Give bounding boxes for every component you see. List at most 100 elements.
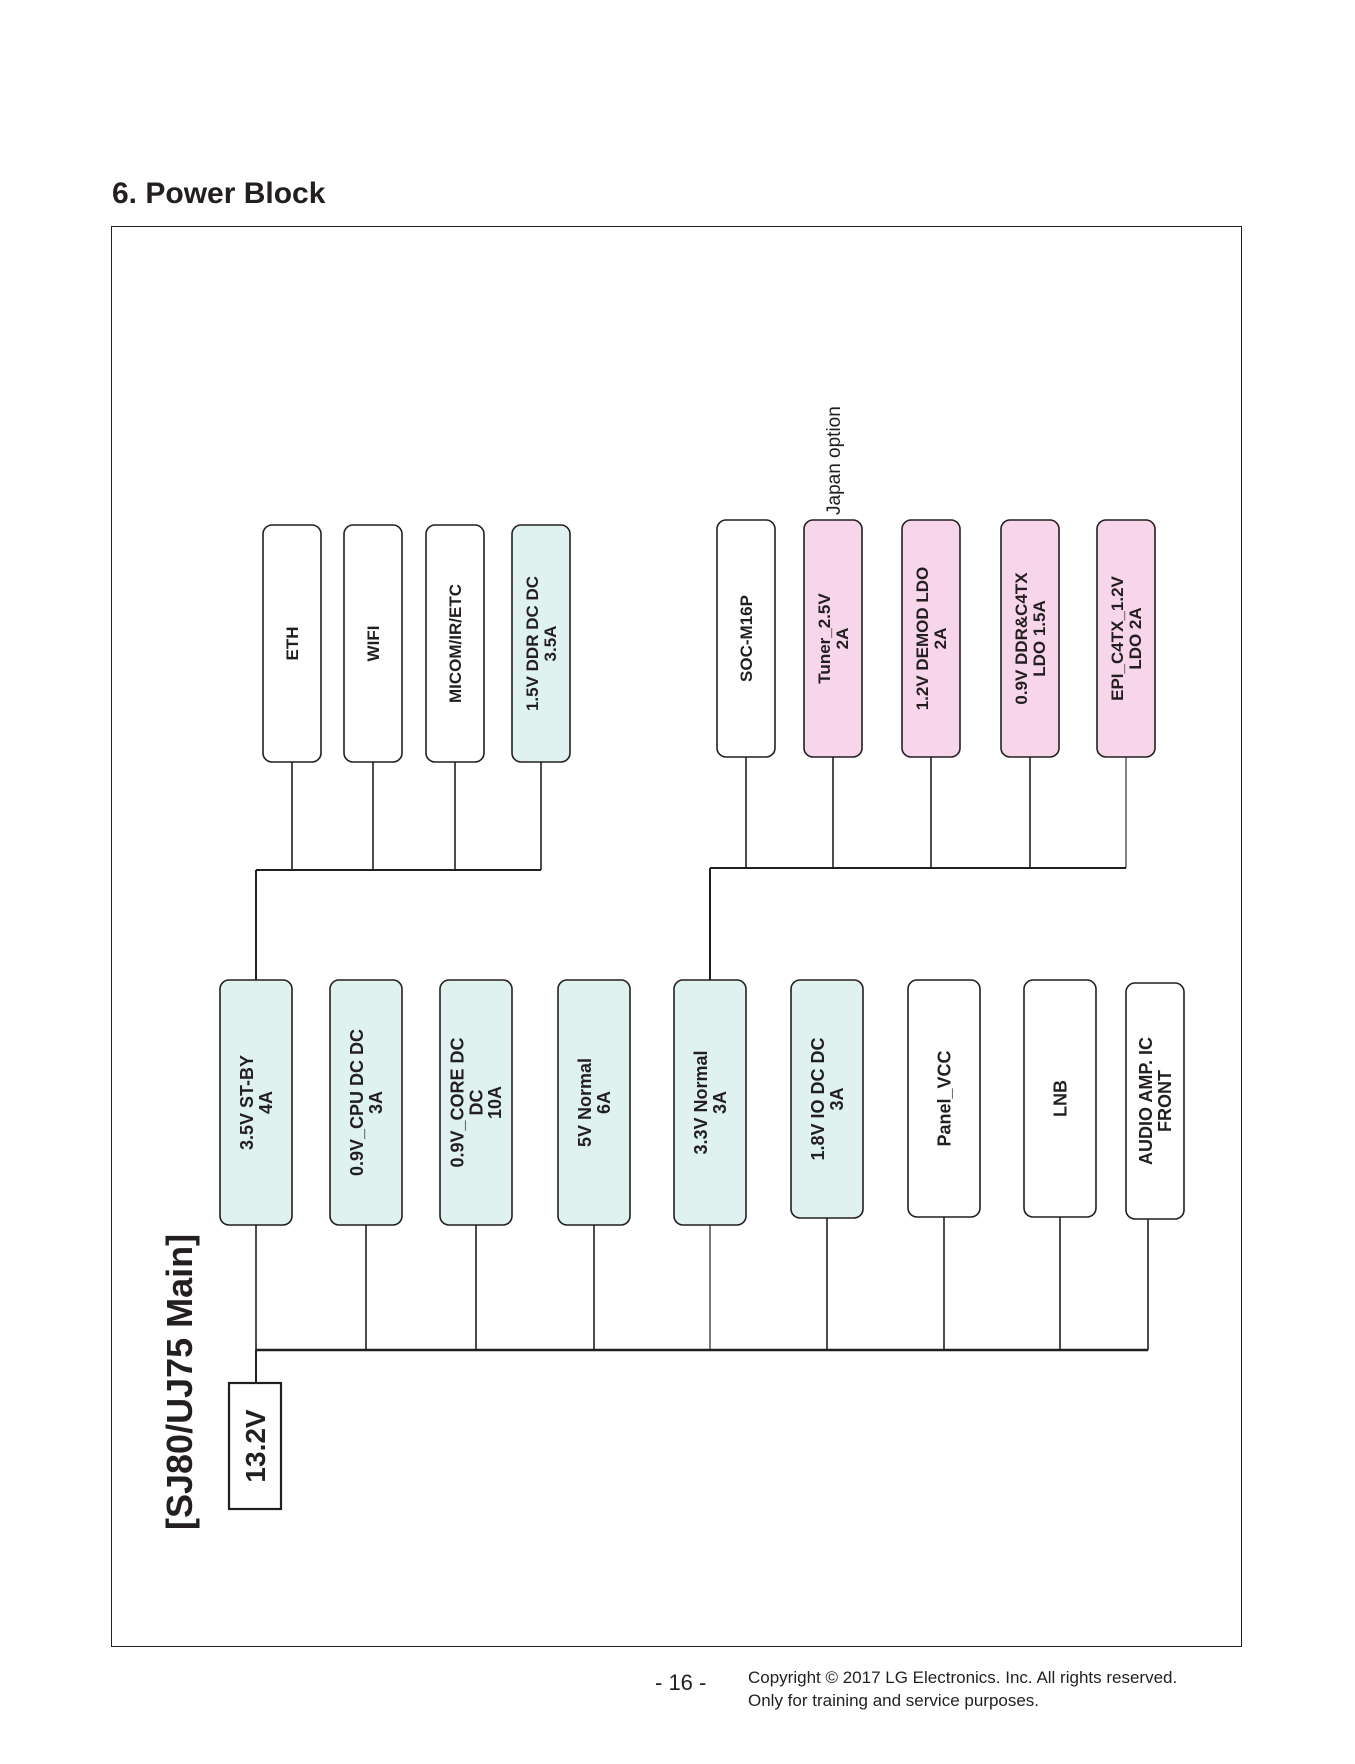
soc-label-line: SOC-M16P <box>737 595 756 682</box>
lnb-box: LNB <box>1023 979 1097 1218</box>
ddr-1-5v-box: 1.5V DDR DC DC3.5A <box>511 524 571 763</box>
normal-5v-label-line: 5V Normal <box>575 1058 595 1147</box>
core-0-9v-label-line: DC <box>466 1090 486 1116</box>
copyright-line-2: Only for training and service purposes. <box>748 1691 1040 1710</box>
core-0-9v-label-line: 10A <box>485 1086 505 1119</box>
tuner-rect <box>803 519 863 758</box>
st-by-3-5v-label-line: 3.5V ST-BY <box>237 1055 257 1150</box>
demod-box: 1.2V DEMOD LDO2A <box>901 519 961 758</box>
demod-label-line: 2A <box>931 628 950 650</box>
epi-label: EPI_C4TX_1.2VLDO 2A <box>1108 575 1145 700</box>
cpu-0-9v-rect <box>329 979 403 1226</box>
wifi-rect <box>343 524 403 763</box>
epi-label-line: EPI_C4TX_1.2V <box>1108 575 1127 700</box>
normal-5v-rect <box>557 979 631 1226</box>
ddr-c4tx-box: 0.9V DDR&C4TXLDO 1.5A <box>1000 519 1060 758</box>
ddr-1-5v-label: 1.5V DDR DC DC3.5A <box>523 576 560 711</box>
tuner-label-line: 2A <box>833 628 852 650</box>
cpu-0-9v-label-line: 3A <box>366 1091 386 1114</box>
epi-label-line: LDO 2A <box>1126 607 1145 669</box>
st-by-3-5v-rect <box>219 979 293 1226</box>
demod-label: 1.2V DEMOD LDO2A <box>913 567 950 711</box>
panel-vcc-label: Panel_VCC <box>934 1050 954 1146</box>
lnb-rect <box>1023 979 1097 1218</box>
tuner-label: Tuner_2.5V2A <box>815 593 852 684</box>
micom-label: MICOM/IR/ETC <box>446 584 465 703</box>
board-label: [SJ80/UJ75 Main] <box>159 1234 200 1530</box>
eth-rect <box>262 524 322 763</box>
page-title: 6. Power Block <box>112 177 326 210</box>
io-1-8v-box: 1.8V IO DC DC3A <box>790 979 864 1219</box>
audio-amp-label-line: AUDIO AMP. IC <box>1136 1037 1156 1165</box>
st-by-3-5v-label: 3.5V ST-BY4A <box>237 1055 276 1150</box>
audio-amp-label-line: FRONT <box>1155 1070 1175 1132</box>
wifi-label: WIFI <box>364 626 383 662</box>
ddr-c4tx-label-line: LDO 1.5A <box>1030 600 1049 677</box>
epi-box: EPI_C4TX_1.2VLDO 2A <box>1096 519 1156 758</box>
panel-vcc-label-line: Panel_VCC <box>934 1050 954 1146</box>
copyright-line-1: Copyright © 2017 LG Electronics. Inc. Al… <box>748 1668 1178 1687</box>
eth-label-line: ETH <box>283 627 302 661</box>
normal-3-3v-label: 3.3V Normal3A <box>691 1050 730 1154</box>
ddr-1-5v-label-line: 3.5A <box>541 626 560 662</box>
copyright: Copyright © 2017 LG Electronics. Inc. Al… <box>748 1666 1177 1712</box>
st-by-3-5v-label-line: 4A <box>256 1091 276 1114</box>
wifi-box: WIFI <box>343 524 403 763</box>
normal-5v-box: 5V Normal6A <box>557 979 631 1226</box>
io-1-8v-label: 1.8V IO DC DC3A <box>808 1037 847 1160</box>
epi-rect <box>1096 519 1156 758</box>
ddr-c4tx-label: 0.9V DDR&C4TXLDO 1.5A <box>1012 572 1049 705</box>
normal-5v-label: 5V Normal6A <box>575 1058 614 1147</box>
ddr-1-5v-label-line: 1.5V DDR DC DC <box>523 576 542 711</box>
normal-3-3v-box: 3.3V Normal3A <box>673 979 747 1226</box>
io-1-8v-label-line: 1.8V IO DC DC <box>808 1037 828 1160</box>
micom-rect <box>425 524 485 763</box>
audio-amp-box: AUDIO AMP. ICFRONT <box>1125 982 1185 1220</box>
input-13-2v-box: 13.2V <box>227 1381 283 1511</box>
cpu-0-9v-label: 0.9V_CPU DC DC3A <box>347 1029 386 1176</box>
core-0-9v-box: 0.9V_CORE DCDC10A <box>439 979 513 1226</box>
normal-5v-label-line: 6A <box>594 1091 614 1114</box>
io-1-8v-rect <box>790 979 864 1219</box>
wires <box>255 757 1149 1383</box>
core-0-9v-label-line: 0.9V_CORE DC <box>447 1037 467 1167</box>
tuner-label-line: Tuner_2.5V <box>815 593 834 684</box>
soc-box: SOC-M16P <box>716 519 776 758</box>
demod-rect <box>901 519 961 758</box>
lnb-label: LNB <box>1050 1080 1070 1117</box>
wifi-label-line: WIFI <box>364 626 383 662</box>
ddr-c4tx-rect <box>1000 519 1060 758</box>
micom-label-line: MICOM/IR/ETC <box>446 584 465 703</box>
core-0-9v-label: 0.9V_CORE DCDC10A <box>447 1037 505 1167</box>
tuner-box: Tuner_2.5V2A <box>803 519 863 758</box>
cpu-0-9v-box: 0.9V_CPU DC DC3A <box>329 979 403 1226</box>
st-by-3-5v-box: 3.5V ST-BY4A <box>219 979 293 1226</box>
io-1-8v-label-line: 3A <box>827 1087 847 1110</box>
core-0-9v-rect <box>439 979 513 1226</box>
panel-vcc-box: Panel_VCC <box>907 979 981 1218</box>
eth-box: ETH <box>262 524 322 763</box>
lnb-label-line: LNB <box>1050 1080 1070 1117</box>
soc-label: SOC-M16P <box>737 595 756 682</box>
page-number: - 16 - <box>655 1670 707 1695</box>
soc-rect <box>716 519 776 758</box>
ddr-1-5v-rect <box>511 524 571 763</box>
normal-3-3v-rect <box>673 979 747 1226</box>
input-rect <box>227 1381 283 1511</box>
japan-option-note: Japan option <box>824 406 845 515</box>
audio-amp-label: AUDIO AMP. ICFRONT <box>1136 1037 1175 1165</box>
cpu-0-9v-label-line: 0.9V_CPU DC DC <box>347 1029 367 1176</box>
labels: [SJ80/UJ75 Main] Japan option <box>159 406 845 1530</box>
input-voltage-label: 13.2V <box>240 1409 271 1482</box>
micom-box: MICOM/IR/ETC <box>425 524 485 763</box>
normal-3-3v-label-line: 3A <box>710 1091 730 1114</box>
ddr-c4tx-label-line: 0.9V DDR&C4TX <box>1012 572 1031 705</box>
eth-label: ETH <box>283 627 302 661</box>
normal-3-3v-label-line: 3.3V Normal <box>691 1050 711 1154</box>
diagram-frame <box>111 226 1242 1647</box>
panel-vcc-rect <box>907 979 981 1218</box>
audio-amp-rect <box>1125 982 1185 1220</box>
demod-label-line: 1.2V DEMOD LDO <box>913 567 932 711</box>
